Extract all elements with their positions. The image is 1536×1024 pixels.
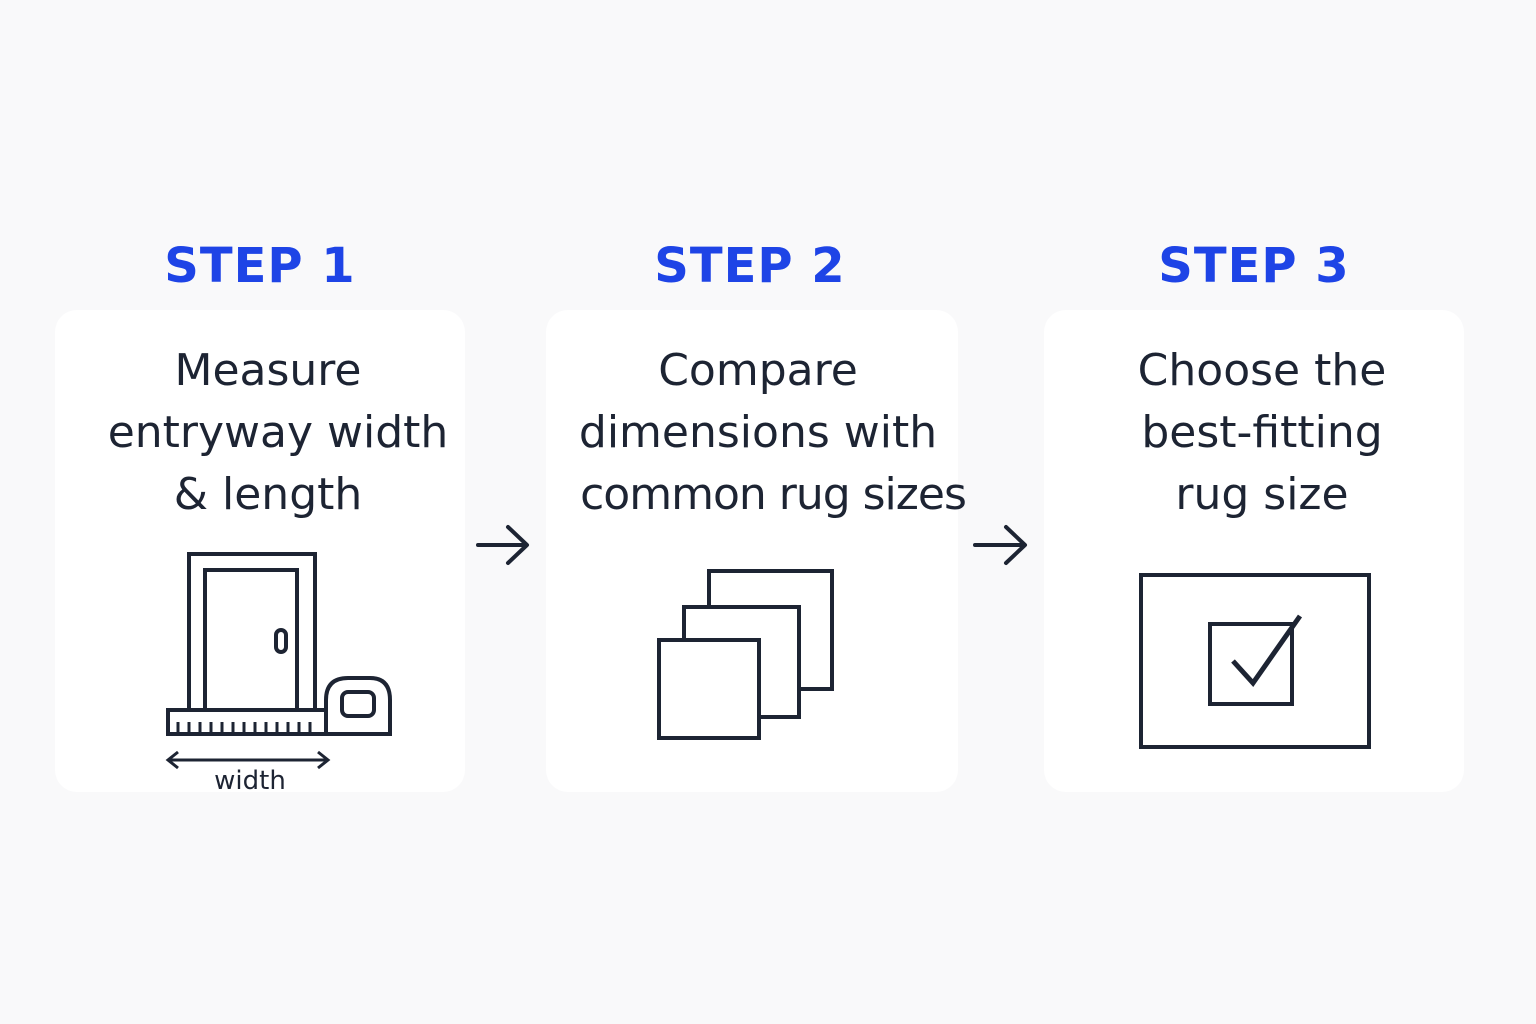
tape-measure-icon — [324, 676, 392, 736]
step-3-line-2: best-fitting — [1141, 407, 1383, 458]
step-1-label: STEP 1 — [164, 238, 356, 294]
step-3-label: STEP 3 — [1158, 238, 1350, 294]
width-arrow-icon — [165, 750, 331, 770]
step-2-line-3: common rug sizes — [580, 469, 967, 520]
arrow-right-icon-2 — [973, 525, 1027, 565]
door-icon — [187, 552, 317, 712]
step-3-card — [1044, 310, 1464, 792]
step-2-label: STEP 2 — [654, 238, 846, 294]
width-caption: width — [214, 766, 286, 796]
step-3-line-1: Choose the — [1137, 345, 1387, 396]
checkbox-in-frame-icon — [1139, 573, 1371, 749]
step-3-line-3: rug size — [1175, 469, 1349, 520]
stacked-squares-icon — [657, 569, 834, 740]
ruler-icon — [166, 708, 328, 736]
door-with-tape-measure-icon — [165, 552, 392, 770]
arrow-right-icon-1 — [476, 525, 529, 565]
step-2-description: Compare dimensions with common rug sizes — [538, 340, 978, 526]
step-2-line-1: Compare — [658, 345, 858, 396]
step-2-line-2: dimensions with — [578, 407, 938, 458]
step-1-line-1: Measure — [174, 345, 362, 396]
step-3-description: Choose the best-fitting rug size — [1042, 340, 1482, 526]
step-1-description: Measure entryway width & length — [48, 340, 488, 526]
step-1-line-3: & length — [173, 469, 363, 520]
step-1-line-2: entryway width — [107, 407, 449, 458]
